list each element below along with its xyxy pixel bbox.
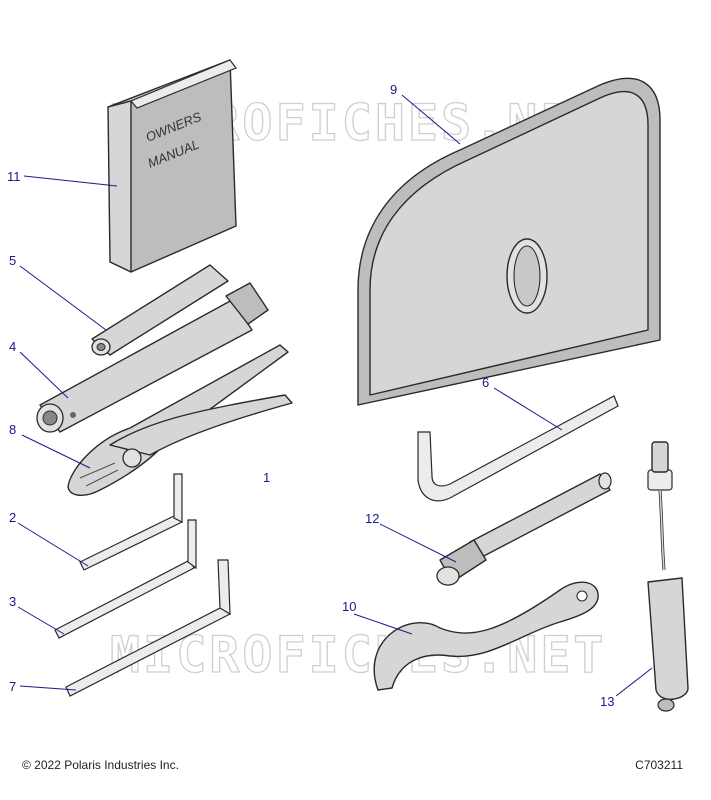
spanner-wrench <box>373 581 599 691</box>
spark-plug-tool <box>436 472 612 586</box>
callout-5: 5 <box>9 253 16 268</box>
socket-wrench-tube <box>36 282 269 433</box>
leader-7 <box>19 685 77 691</box>
callout-7: 7 <box>9 679 16 694</box>
leader-4 <box>19 351 69 399</box>
hex-key-medium <box>54 519 197 639</box>
callout-8: 8 <box>9 422 16 437</box>
leader-9 <box>401 94 461 145</box>
hex-key-short <box>79 473 183 571</box>
leader-13 <box>615 667 653 697</box>
callout-12: 12 <box>365 511 379 526</box>
leader-10 <box>353 613 413 635</box>
callout-2: 2 <box>9 510 16 525</box>
owners-manual-book: OWNERS MANUAL <box>107 59 237 273</box>
callout-4: 4 <box>9 339 16 354</box>
callout-6: 6 <box>482 375 489 390</box>
callout-1: 1 <box>263 470 270 485</box>
callout-9: 9 <box>390 82 397 97</box>
leader-3 <box>17 606 65 635</box>
leader-2 <box>17 522 89 567</box>
leader-5 <box>19 265 107 331</box>
pliers <box>67 344 293 496</box>
leader-12 <box>379 523 457 563</box>
leader-11 <box>23 175 118 187</box>
socket-tube-small <box>91 264 229 356</box>
leader-8 <box>21 434 91 469</box>
power-plug-adapter <box>647 441 689 712</box>
copyright-notice: © 2022 Polaris Industries Inc. <box>22 758 179 772</box>
torx-key-long <box>65 559 231 697</box>
callout-11: 11 <box>7 169 21 184</box>
callout-3: 3 <box>9 594 16 609</box>
drawing-code: C703211 <box>635 758 683 772</box>
tool-pouch <box>357 77 661 406</box>
callout-13: 13 <box>600 694 614 709</box>
leader-6 <box>493 387 563 431</box>
callout-10: 10 <box>342 599 356 614</box>
hex-key-large <box>417 395 619 502</box>
